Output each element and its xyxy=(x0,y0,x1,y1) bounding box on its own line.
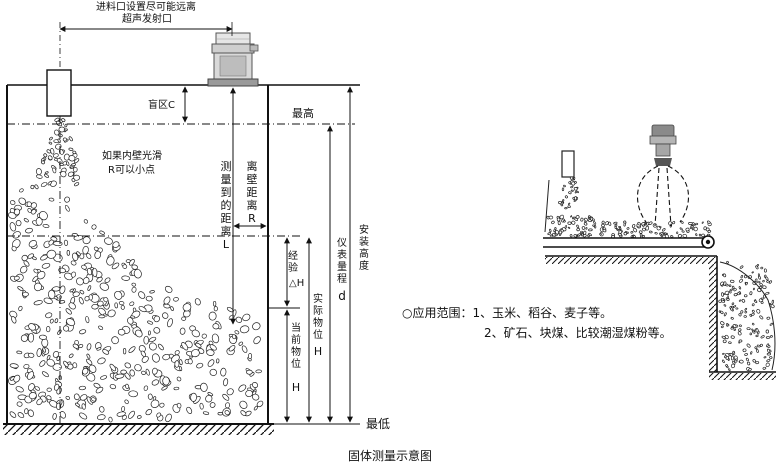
blind-zone-label: 盲区C xyxy=(148,98,175,111)
range-symbol: d xyxy=(338,289,346,303)
upper-ground-hatch xyxy=(545,257,717,264)
lower-ground-hatch xyxy=(709,373,776,380)
experience-label: 经验 xyxy=(288,249,298,274)
actual-level-symbol: H xyxy=(314,345,322,358)
application-scope: ○应用范围：1、玉米、稻谷、麦子等。 2、矿石、块煤、比较潮湿煤粉等。 xyxy=(402,303,772,343)
conveyor-ultrasonic-sensor xyxy=(649,124,677,166)
conveyor-material xyxy=(546,176,775,372)
current-level-label: 当前物位 xyxy=(291,321,301,370)
application-row-1: ○应用范围：1、玉米、稻谷、麦子等。 xyxy=(402,303,772,323)
wall-note-line2: R可以小点 xyxy=(108,164,155,176)
application-row-2: 2、矿石、块煤、比较潮湿煤粉等。 xyxy=(402,323,772,343)
highest-label: 最高 xyxy=(292,106,314,120)
lowest-label: 最低 xyxy=(366,417,390,431)
ground-hatch xyxy=(3,425,274,435)
bulk-material-fill xyxy=(7,117,264,423)
silo-diagram: 进料口设置尽可能远离 超声发射口 盲区C 如果内壁光滑 R可以小点 最高 最低 … xyxy=(3,0,390,435)
ultrasonic-beam-outer-right xyxy=(667,165,690,223)
application-prefix: ○应用范围： xyxy=(402,306,473,320)
ultrasonic-beam-outer xyxy=(636,165,659,223)
inlet-note-line2: 超声发射口 xyxy=(122,12,172,25)
inlet-pipe xyxy=(46,69,72,117)
step-wall-hatch xyxy=(709,264,717,372)
conveyor-diagram xyxy=(543,124,776,380)
inlet-note-line1: 进料口设置尽可能远离 xyxy=(96,0,196,13)
actual-level-label: 实际物位 xyxy=(313,292,323,341)
ultrasonic-beam-right xyxy=(666,167,672,227)
ultrasonic-beam-left xyxy=(654,167,660,227)
feed-chute xyxy=(561,150,575,178)
range-label: 仪表量程 xyxy=(337,237,347,285)
diagram-caption: 固体测量示意图 xyxy=(347,449,432,463)
application-line-2: 2、矿石、块煤、比较潮湿煤粉等。 xyxy=(484,326,672,340)
current-level-symbol: H xyxy=(292,381,300,394)
delta-h-label: △H xyxy=(289,278,304,289)
ultrasonic-sensor xyxy=(207,32,259,87)
install-height-label: 安装高度 xyxy=(359,223,369,272)
application-line-1: 1、玉米、稻谷、麦子等。 xyxy=(472,306,613,320)
wall-note-line1: 如果内壁光滑 xyxy=(102,149,162,162)
conveyor-belt xyxy=(543,235,715,249)
